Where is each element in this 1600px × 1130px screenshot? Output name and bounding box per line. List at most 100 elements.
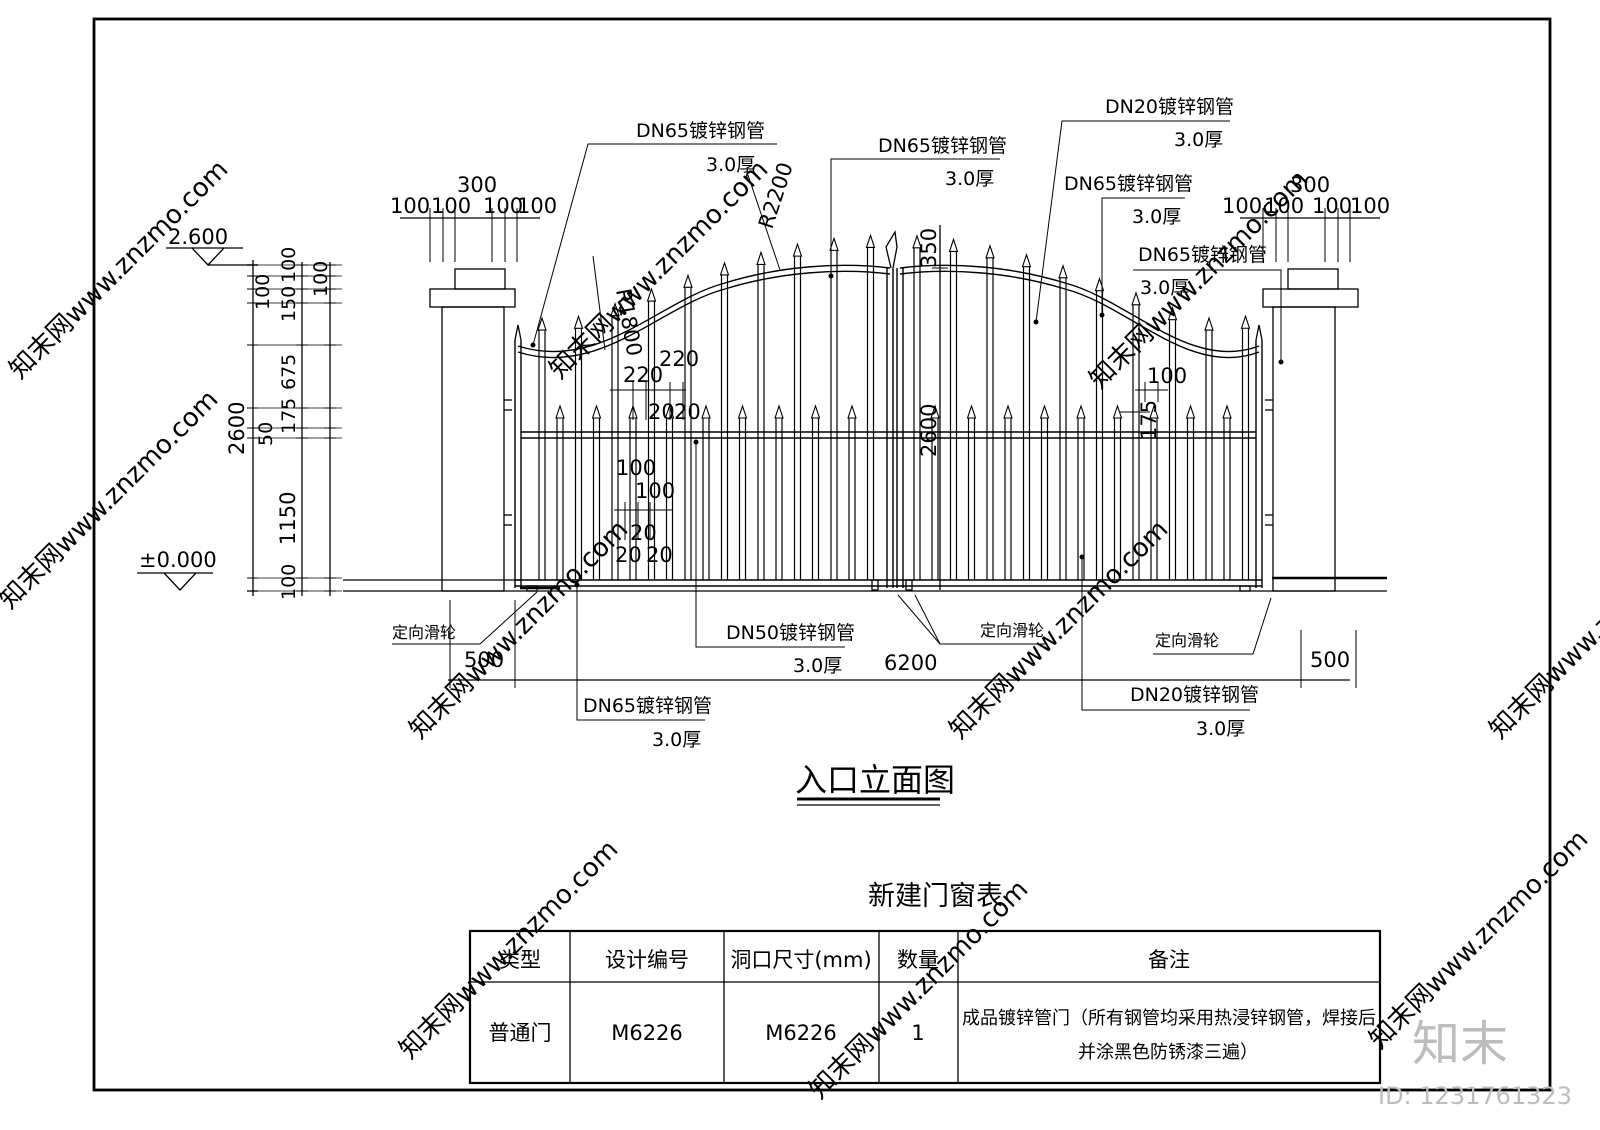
- watermark: 知末网www.znzmo.com: [0, 384, 224, 615]
- brand-logo: 知末: [1412, 1016, 1508, 1072]
- dim-v-175: 175: [278, 398, 300, 434]
- level-mark-top: 2.600: [166, 225, 258, 266]
- dim-top-left-300: 300: [457, 173, 497, 197]
- level-mark-ground: ±0.000: [137, 548, 217, 591]
- dim-top-left-100a: 100: [390, 194, 430, 218]
- picket-spike: [1149, 404, 1159, 419]
- schedule-cell-note-1: 成品镀锌管门（所有钢管均采用热浸锌钢管，焊接后: [962, 1008, 1376, 1029]
- top-left-dimensions: 300 100 100 100 100: [390, 173, 557, 262]
- callout-thickness: 3.0厚: [706, 154, 755, 176]
- callout-thickness: 3.0厚: [793, 655, 842, 677]
- picket-spike: [1112, 404, 1123, 419]
- dim-v-150: 150: [278, 286, 300, 322]
- dim-v-1150: 1150: [276, 492, 300, 545]
- ground-line: [343, 576, 1387, 592]
- watermark: 知末网www.znzmo.com: [1484, 514, 1600, 745]
- dim-20a: 20: [648, 400, 675, 424]
- watermark: 知末网www.znzmo.com: [4, 154, 235, 385]
- dim-20d: 20: [615, 543, 642, 567]
- picket-spike: [1058, 264, 1068, 279]
- dim-left-post-500: 500: [464, 648, 504, 672]
- schedule-cell-code: M6226: [611, 1021, 683, 1045]
- top-right-dimensions: 300 100 100 100 100: [1222, 173, 1390, 262]
- callout-thickness: 3.0厚: [1132, 206, 1181, 228]
- callout-8: DN20镀锌钢管 3.0厚: [1079, 554, 1259, 740]
- left-vertical-dimensions: 2600 100 100 100 150 675 175 50 1150 100: [225, 247, 342, 600]
- picket-spike: [930, 404, 940, 419]
- dim-top-right-300: 300: [1290, 173, 1330, 197]
- callout-6: DN50镀锌钢管 3.0厚: [693, 439, 855, 677]
- center-dimensions: 350 2600: [917, 225, 948, 590]
- roller-label-left: 定向滑轮: [392, 623, 456, 642]
- dim-v-100a: 100: [278, 247, 300, 283]
- picket-spike: [683, 273, 693, 288]
- callout-pipe: DN65镀锌钢管: [1138, 244, 1267, 266]
- dim-top-right-100b: 100: [1264, 194, 1304, 218]
- elevation-title: 入口立面图: [795, 761, 955, 799]
- picket-spike: [985, 244, 995, 259]
- bottom-dimensions: 500 6200 500: [448, 600, 1357, 688]
- left-post: [429, 268, 516, 592]
- dim-20b: 20: [674, 400, 701, 424]
- dim-v-50: 50: [255, 422, 277, 446]
- picket-spike: [1076, 404, 1086, 419]
- inner-dimensions: 220 220 20 20 100 100 20 20 20 100 175: [610, 347, 1187, 567]
- picket-spike: [1240, 314, 1251, 329]
- schedule-cell-type: 普通门: [489, 1021, 552, 1045]
- callout-pipe: DN65镀锌钢管: [583, 695, 712, 717]
- callout-pipe: DN50镀锌钢管: [726, 622, 855, 644]
- callout-pipe: DN65镀锌钢管: [636, 120, 765, 142]
- dim-top-right-100a: 100: [1222, 194, 1262, 218]
- dim-top-right-100c: 100: [1312, 194, 1352, 218]
- drawing-title: 入口立面图: [795, 761, 955, 806]
- picket-spike: [1222, 404, 1232, 419]
- picket-spike: [555, 404, 565, 419]
- picket-spike: [646, 287, 657, 302]
- callout-3: DN20镀锌钢管 3.0厚: [1033, 96, 1234, 325]
- schedule-header-code: 设计编号: [605, 948, 689, 972]
- picket-spike: [719, 261, 730, 276]
- dim-20e: 20: [646, 543, 673, 567]
- picket-spike: [610, 301, 620, 317]
- picket-spike: [1167, 305, 1178, 321]
- picket-spike: [774, 404, 784, 419]
- dim-100a: 100: [616, 456, 656, 480]
- gate-frame: [514, 230, 1263, 592]
- dim-span-6200: 6200: [884, 651, 937, 675]
- level-ground-label: ±0.000: [139, 548, 217, 572]
- picket-spike: [847, 404, 857, 419]
- callout-thickness: 3.0厚: [652, 729, 701, 751]
- schedule-header-size: 洞口尺寸(mm): [730, 948, 871, 972]
- dim-v-100b: 100: [310, 261, 332, 297]
- dim-total-height: 2600: [225, 402, 249, 455]
- picket-spike: [829, 236, 839, 251]
- picket-spike: [1021, 252, 1032, 268]
- schedule-cell-qty: 1: [911, 1021, 924, 1045]
- dim-100b: 100: [635, 479, 675, 503]
- callout-4: DN65镀锌钢管 3.0厚: [1064, 173, 1193, 318]
- dim-v-675: 675: [278, 354, 300, 390]
- sheet-border: [92, 17, 1552, 1092]
- picket-spike: [912, 234, 922, 249]
- picket-spike: [966, 404, 977, 419]
- schedule-cell-size: M6226: [765, 1021, 837, 1045]
- radius-labels: R2200 R1800: [592, 159, 798, 358]
- picket-spike: [865, 233, 876, 248]
- callout-1: DN65镀锌钢管 3.0厚: [530, 120, 777, 348]
- picket-spike: [591, 404, 602, 419]
- dim-v-100d: 100: [278, 564, 300, 600]
- dim-top-left-100c: 100: [483, 194, 523, 218]
- roller-callouts: 定向滑轮 定向滑轮 定向滑轮: [392, 591, 1272, 655]
- picket-spike: [537, 316, 547, 331]
- callout-2: DN65镀锌钢管 3.0厚: [828, 135, 1007, 279]
- schedule-header-type: 类型: [499, 948, 541, 972]
- callout-pipe: DN20镀锌钢管: [1130, 684, 1259, 706]
- picket-spike: [701, 404, 711, 419]
- roller-label-right: 定向滑轮: [1155, 631, 1219, 650]
- picket-spike: [1204, 316, 1214, 331]
- callout-thickness: 3.0厚: [1140, 277, 1189, 299]
- roller-label-center: 定向滑轮: [980, 621, 1044, 640]
- picket-spike: [1003, 404, 1013, 419]
- dim-center-2600: 2600: [917, 404, 941, 457]
